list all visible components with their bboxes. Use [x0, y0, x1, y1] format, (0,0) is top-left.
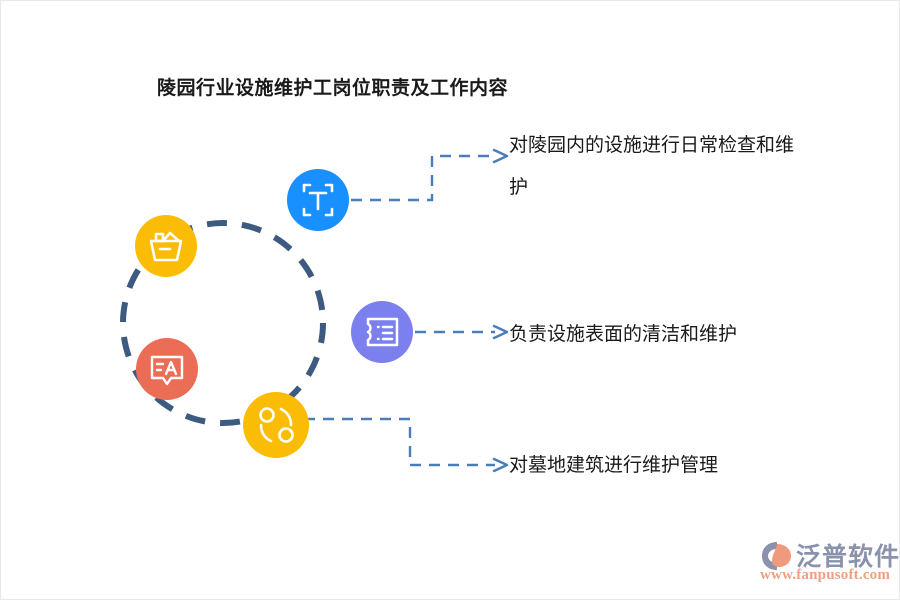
- sync-exchange-icon: [259, 407, 294, 443]
- description-text-2: 负责设施表面的清洁和维护: [509, 324, 738, 345]
- description-text-1: 对陵园内的设施进行日常检查和维护: [509, 135, 795, 198]
- description-text-3: 对墓地建筑进行维护管理: [509, 455, 719, 476]
- connector-to-desc-2: [415, 324, 509, 340]
- shopping-basket-icon: [149, 231, 183, 262]
- translate-icon: [150, 355, 184, 386]
- node-translate[interactable]: [136, 338, 198, 400]
- connector-to-desc-1: [351, 148, 509, 202]
- node-basket[interactable]: [135, 215, 197, 277]
- node-text-scan[interactable]: [287, 169, 349, 231]
- node-ticket-list[interactable]: [351, 301, 413, 363]
- fanpu-swoosh-icon: [762, 542, 791, 570]
- page-title: 陵园行业设施维护工岗位职责及工作内容: [157, 78, 509, 99]
- dashed-circle-track: [120, 220, 326, 426]
- brand-logo-name: 泛普软件: [796, 543, 900, 571]
- brand-logo-url: www.fanpusoft.com: [760, 567, 891, 583]
- node-sync-circle: [243, 392, 309, 458]
- ticket-list-icon: [366, 317, 399, 347]
- node-sync[interactable]: [243, 392, 309, 458]
- connector-to-desc-3: [304, 417, 509, 473]
- node-ticket-list-circle: [351, 301, 413, 363]
- brand-logo: 泛普软件 www.fanpusoft.com: [758, 537, 899, 589]
- node-basket-circle: [135, 215, 197, 277]
- text-scan-icon: [302, 183, 334, 217]
